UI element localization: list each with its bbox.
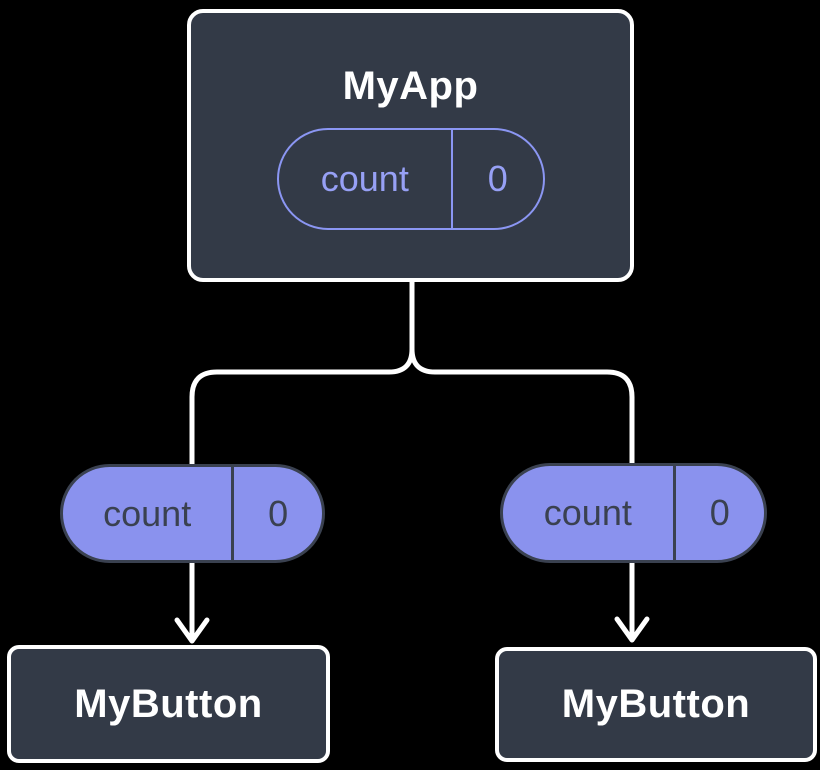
component-title: MyApp bbox=[342, 64, 479, 108]
branch-line-right bbox=[409, 280, 635, 463]
arrow-down-left-icon bbox=[174, 560, 210, 644]
arrow-down-right-icon bbox=[614, 560, 650, 643]
prop-value: 0 bbox=[231, 467, 322, 560]
prop-name: count bbox=[543, 492, 632, 533]
prop-name: count bbox=[103, 492, 192, 534]
mybutton-component-card-right: MyButton bbox=[495, 647, 817, 762]
mybutton-component-card-left: MyButton bbox=[7, 645, 330, 763]
state-value: 0 bbox=[450, 130, 543, 228]
state-name: count bbox=[320, 158, 409, 199]
prop-pill-right: count 0 bbox=[500, 463, 767, 563]
component-title: MyButton bbox=[561, 682, 751, 726]
component-title: MyButton bbox=[74, 681, 263, 726]
branch-line-left bbox=[189, 280, 415, 464]
prop-value: 0 bbox=[672, 466, 764, 560]
prop-pill-left: count 0 bbox=[60, 464, 325, 563]
myapp-component-card: MyApp count 0 bbox=[187, 9, 634, 282]
state-pill: count 0 bbox=[277, 128, 545, 230]
